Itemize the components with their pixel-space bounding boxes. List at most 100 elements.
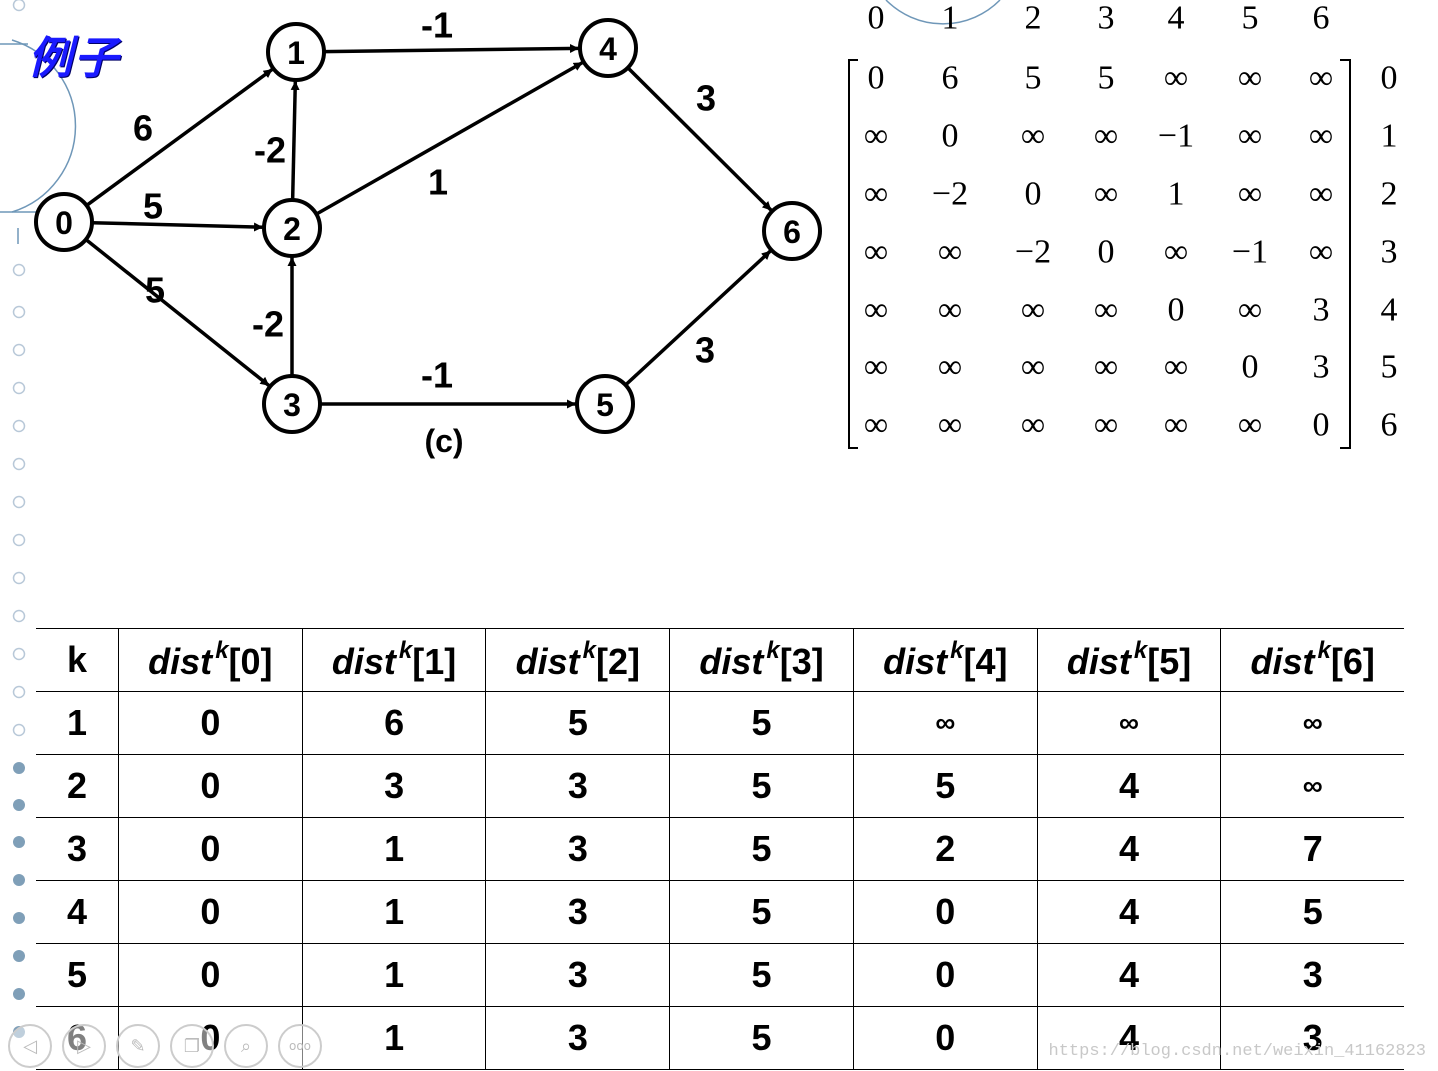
margin-dot xyxy=(13,762,25,774)
matrix-cell: ∞ xyxy=(1021,118,1045,155)
header-superscript: k xyxy=(766,637,780,664)
matrix-cell: ∞ xyxy=(938,234,962,271)
header-index: [0] xyxy=(228,641,273,682)
margin-dot xyxy=(12,571,26,585)
matrix-cell: ∞ xyxy=(1094,407,1118,444)
matrix-cell: ∞ xyxy=(1021,407,1045,444)
matrix-cell: ∞ xyxy=(938,407,962,444)
edge-weight-label: 3 xyxy=(695,330,715,371)
edge-weight-label: 5 xyxy=(145,270,165,311)
matrix-col-label: 1 xyxy=(942,0,959,37)
margin-dot xyxy=(13,988,25,1000)
edge-weight-label: 3 xyxy=(696,78,716,119)
header-index: [4] xyxy=(963,641,1008,682)
matrix-cell: ∞ xyxy=(938,292,962,329)
matrix-cell: −1 xyxy=(1158,118,1194,155)
matrix-cell: ∞ xyxy=(1238,407,1262,444)
matrix-row-label: 0 xyxy=(1381,60,1398,97)
arrow-right-icon[interactable]: ▷ xyxy=(62,1024,106,1068)
matrix-cell: ∞ xyxy=(1238,292,1262,329)
matrix-cell: 0 xyxy=(1025,176,1042,213)
margin-dot xyxy=(12,533,26,547)
matrix-cell: ∞ xyxy=(1164,349,1188,386)
margin-dot xyxy=(12,263,26,277)
cell-dist: 3 xyxy=(485,943,671,1007)
cell-dist: 4 xyxy=(1036,943,1222,1007)
margin-dot xyxy=(13,874,25,886)
matrix-cell: ∞ xyxy=(864,118,888,155)
matrix-cell: ∞ xyxy=(864,349,888,386)
graph-node-1 xyxy=(266,22,326,82)
matrix-cell: ∞ xyxy=(1164,234,1188,271)
header-index: [6] xyxy=(1330,641,1375,682)
cell-dist: 0 xyxy=(118,691,303,755)
graph-node-label: 5 xyxy=(596,387,614,423)
graph-node-5 xyxy=(575,374,635,434)
cell-dist: 3 xyxy=(301,754,487,818)
margin-dot xyxy=(13,950,25,962)
matrix-row-label: 5 xyxy=(1381,349,1398,386)
edge-2-1 xyxy=(290,80,300,201)
edge-0-1 xyxy=(85,67,274,207)
matrix-col-label: 6 xyxy=(1313,0,1330,37)
matrix-cell: ∞ xyxy=(1021,349,1045,386)
cell-dist: 1 xyxy=(301,817,487,881)
matrix-cell: 5 xyxy=(1025,60,1042,97)
matrix-col-label: 2 xyxy=(1025,0,1042,37)
cell-dist: 5 xyxy=(852,754,1038,818)
cell-dist: 3 xyxy=(485,880,671,944)
margin-dot xyxy=(12,609,26,623)
margin-dot xyxy=(12,723,26,737)
header-dist-word: dist xyxy=(148,641,213,682)
matrix-cell: ∞ xyxy=(864,292,888,329)
edge-weight-label: 1 xyxy=(428,162,448,203)
margin-dot xyxy=(12,0,26,12)
cell-dist: 3 xyxy=(1220,943,1404,1007)
matrix-cell: 0 xyxy=(1242,349,1259,386)
cell-k: 1 xyxy=(36,691,119,755)
header-dist-word: dist xyxy=(883,641,948,682)
matrix-cell: ∞ xyxy=(864,407,888,444)
cell-dist: ∞ xyxy=(1220,691,1404,755)
edge-5-6 xyxy=(624,249,772,387)
matrix-cell: −1 xyxy=(1232,234,1268,271)
matrix-col-label: 3 xyxy=(1098,0,1115,37)
cell-dist: 2 xyxy=(852,817,1038,881)
cell-dist: 5 xyxy=(669,691,854,755)
cell-dist: 7 xyxy=(1220,817,1404,881)
edge-weight-label: 6 xyxy=(133,108,153,149)
edge-weight-label: -2 xyxy=(254,130,286,171)
graph-node-label: 4 xyxy=(599,31,617,67)
cell-dist: 0 xyxy=(118,754,303,818)
arrow-left-icon[interactable]: ◁ xyxy=(8,1024,52,1068)
pen-icon[interactable]: ✎ xyxy=(116,1024,160,1068)
margin-dot xyxy=(12,419,26,433)
matrix-cell: ∞ xyxy=(1164,407,1188,444)
cell-dist: 6 xyxy=(301,691,487,755)
matrix-cell: 0 xyxy=(868,60,885,97)
margin-dot xyxy=(12,685,26,699)
cell-dist: 5 xyxy=(485,691,671,755)
graph-node-label: 0 xyxy=(55,205,73,241)
matrix-cell: ∞ xyxy=(1164,60,1188,97)
cell-dist: 1 xyxy=(301,943,487,1007)
margin-dot xyxy=(12,305,26,319)
matrix-cell: 1 xyxy=(1168,176,1185,213)
header-dist-word: dist xyxy=(1250,641,1315,682)
matrix-cell: −2 xyxy=(932,176,968,213)
cell-dist: 3 xyxy=(485,754,671,818)
copy-icon[interactable]: ❐ xyxy=(170,1024,214,1068)
slide-title: 例子 xyxy=(28,33,120,84)
matrix-row-label: 6 xyxy=(1381,407,1398,444)
cell-k: 4 xyxy=(36,880,119,944)
magnifier-icon[interactable]: ⌕ xyxy=(224,1024,268,1068)
more-icon[interactable]: ooo xyxy=(278,1024,322,1068)
matrix-cell: ∞ xyxy=(1309,118,1333,155)
margin-dot xyxy=(12,381,26,395)
